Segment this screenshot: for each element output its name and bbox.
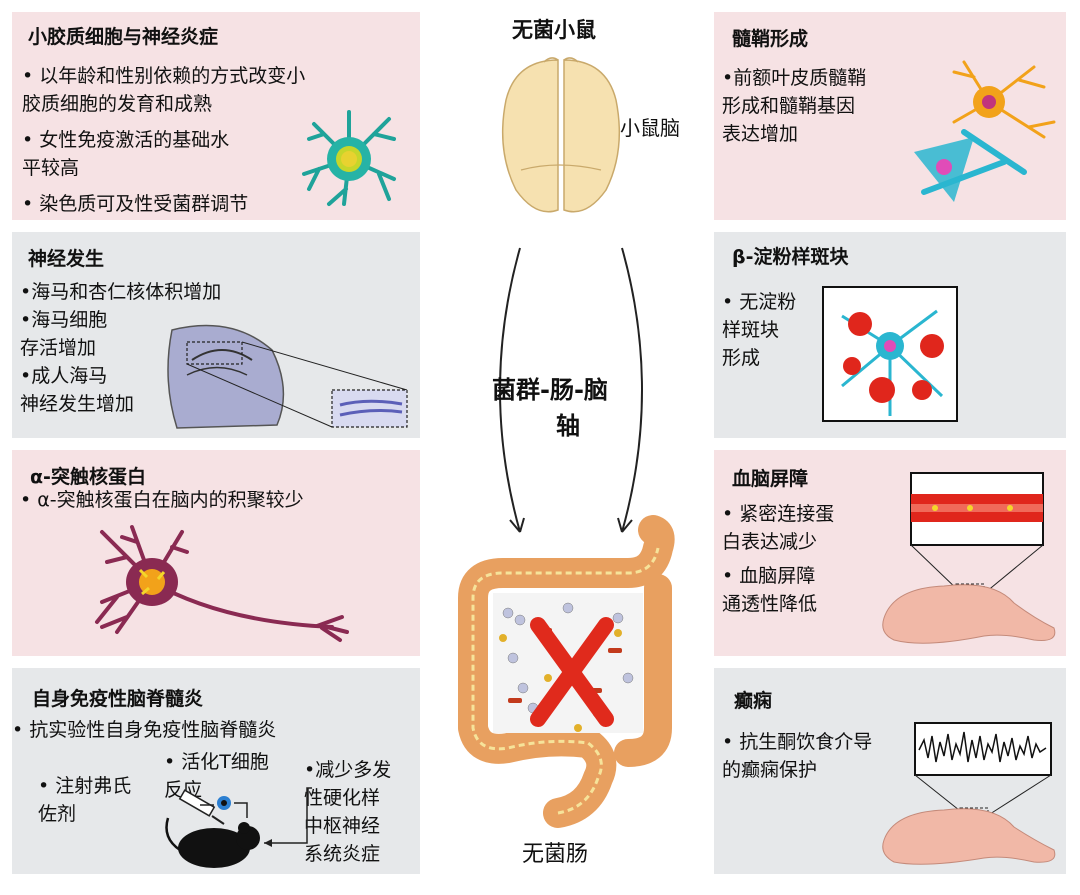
panel-title: 自身免疫性脑脊髓炎: [32, 688, 204, 710]
panel-neurogenesis: 神经发生 •海马和杏仁核体积增加 •海马细胞 存活增加 •成人海马 神经发生增加: [12, 232, 420, 438]
bullet-line: • 无淀粉: [722, 291, 797, 313]
bullet-line: • 血脑屏障: [722, 565, 816, 587]
bullet-line: • 注射弗氏: [38, 775, 132, 797]
panel-microglia: 小胶质细胞与神经炎症 • 以年龄和性别依赖的方式改变小 胶质细胞的发育和成熟 •…: [12, 12, 420, 220]
brain-label: 小鼠脑: [620, 116, 680, 140]
panel-title: 癫痫: [734, 690, 773, 712]
bullet-line: • 活化T细胞: [164, 751, 269, 773]
panel-title: α-突触核蛋白: [30, 466, 146, 488]
bullet-line: •减少多发: [304, 759, 392, 781]
bullet-line: •海马细胞: [20, 309, 108, 331]
panel-myelination: 髓鞘形成 •前额叶皮质髓鞘 形成和髓鞘基因 表达增加: [714, 12, 1066, 220]
bullet-line: •海马和杏仁核体积增加: [20, 281, 222, 303]
germ-free-gut-label: 无菌肠: [522, 842, 589, 867]
bullet-line: 神经发生增加: [20, 393, 135, 415]
axis-arrows: [499, 247, 643, 533]
germ-free-mouse-title: 无菌小鼠: [512, 18, 596, 42]
bullet-line: 白表达减少: [722, 531, 818, 553]
amyloid-plaque-icon: [822, 286, 958, 422]
panel-eae: 自身免疫性脑脊髓炎 • 抗实验性自身免疫性脑脊髓炎 • 注射弗氏 佐剂 • 活化…: [12, 668, 420, 874]
oligodendrocyte-icon: [914, 60, 1056, 202]
bullet-line: 形成和髓鞘基因: [722, 95, 856, 117]
bullet-line: • 染色质可及性受菌群调节: [22, 193, 249, 215]
neuron-icon: [95, 525, 349, 642]
axis-label: 菌群-肠-脑: [492, 376, 608, 404]
bullet-line: 平较高: [22, 157, 80, 179]
bullet-line: 的癫痫保护: [722, 759, 818, 781]
bullet-line: 样斑块: [722, 319, 780, 341]
mouse-icon: [165, 787, 312, 868]
red-x-icon: [530, 617, 614, 727]
panel-title: 髓鞘形成: [732, 28, 809, 50]
hippocampus-slice-icon: [167, 324, 408, 429]
panel-title: 神经发生: [28, 248, 105, 270]
mouse-brain-icon: [882, 808, 1056, 865]
panel-synuclein: α-突触核蛋白 • α-突触核蛋白在脑内的积聚较少: [12, 450, 420, 656]
bullet-line: 存活增加: [20, 337, 97, 359]
panel-amyloid: β-淀粉样斑块 • 无淀粉 样斑块 形成: [714, 232, 1066, 438]
panel-title: β-淀粉样斑块: [732, 246, 849, 268]
bullet-line: •前额叶皮质髓鞘: [722, 67, 867, 89]
panel-bbb: 血脑屏障 • 紧密连接蛋 白表达减少 • 血脑屏障 通透性降低: [714, 450, 1066, 656]
bullet-line: • 女性免疫激活的基础水: [22, 129, 230, 151]
bullet-line: • α-突触核蛋白在脑内的积聚较少: [20, 489, 304, 511]
bullet-line: 通透性降低: [722, 593, 818, 615]
eeg-trace-icon: [914, 722, 1052, 825]
bullet-line: 形成: [722, 347, 761, 369]
bullet-line: • 以年龄和性别依赖的方式改变小: [22, 65, 306, 87]
bullet-line: 胶质细胞的发育和成熟: [22, 93, 213, 115]
bullet-line: 佐剂: [38, 803, 77, 825]
bullet-line: •成人海马: [20, 365, 108, 387]
bullet-line: 系统炎症: [304, 843, 381, 865]
panel-title: 血脑屏障: [732, 468, 809, 490]
blood-vessel-icon: [910, 472, 1044, 601]
bullet-line: 性硬化样: [304, 787, 381, 809]
bullet-line: 表达增加: [722, 123, 799, 145]
axis-label: 轴: [556, 412, 580, 440]
mouse-brain-dorsal-icon: [501, 57, 621, 213]
panel-title: 小胶质细胞与神经炎症: [28, 26, 219, 48]
microglia-cell-icon: [302, 110, 396, 206]
panel-epilepsy: 癫痫 • 抗生酮饮食介导 的癫痫保护: [714, 668, 1066, 874]
mouse-brain-icon: [882, 584, 1056, 644]
bullet-line: • 紧密连接蛋: [722, 503, 835, 525]
bullet-line: • 抗实验性自身免疫性脑脊髓炎: [12, 719, 277, 741]
bullet-line: • 抗生酮饮食介导: [722, 731, 873, 753]
bullet-line: 中枢神经: [304, 815, 381, 837]
